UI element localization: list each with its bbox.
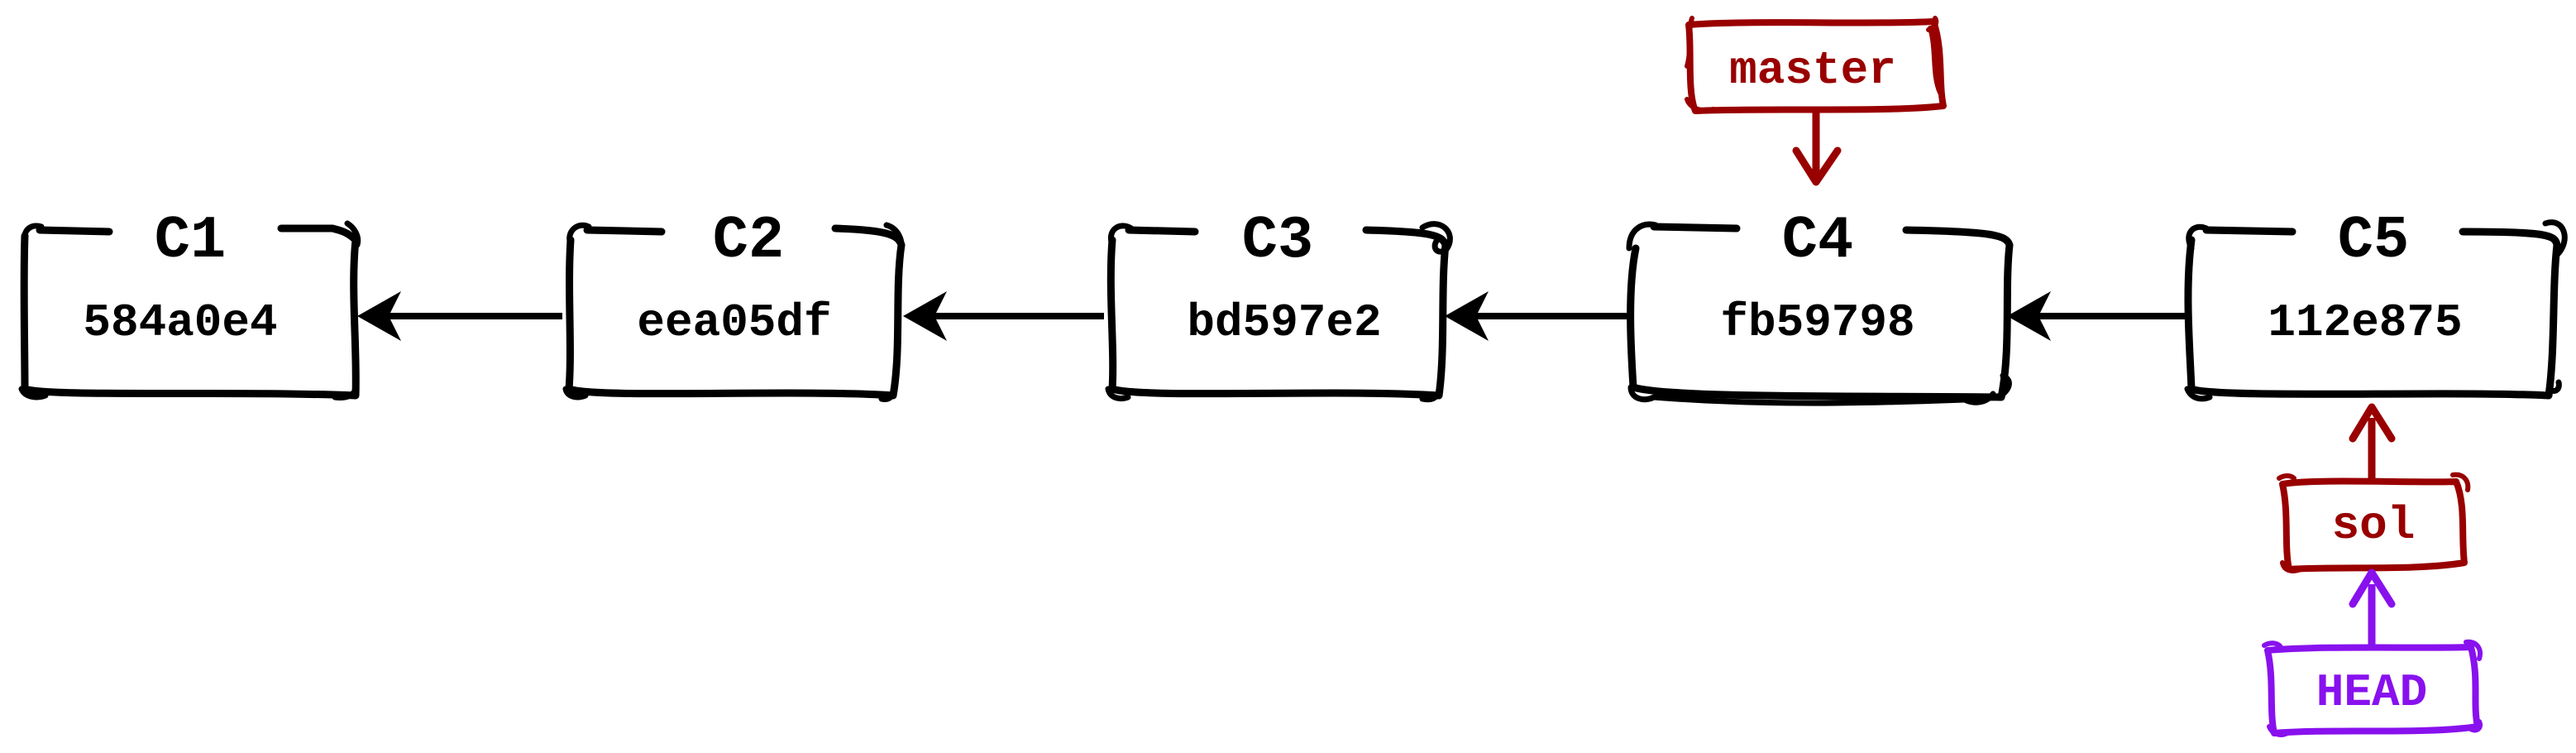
- commit-node-c5[interactable]: C5 112e875: [2184, 207, 2568, 402]
- commit-hash: 112e875: [2268, 296, 2462, 349]
- commit-node-c4[interactable]: C4 fb59798: [1626, 207, 2014, 406]
- arrowhead-icon: [357, 291, 401, 341]
- commit-id: C3: [1242, 207, 1313, 275]
- commit-hash: bd597e2: [1187, 296, 1381, 349]
- link-c2-to-c1: [357, 291, 562, 341]
- link-c3-to-c2: [903, 291, 1104, 341]
- commit-node-c3[interactable]: C3 bd597e2: [1105, 207, 1453, 403]
- arrowhead-icon: [1445, 291, 1489, 341]
- commit-node-c1[interactable]: C1 584a0e4: [18, 207, 361, 400]
- commit-id: C5: [2338, 207, 2409, 275]
- commit-id: C1: [155, 207, 226, 275]
- arrowhead-icon: [2007, 291, 2051, 341]
- branch-sol[interactable]: sol: [2277, 403, 2471, 573]
- commit-id: C2: [713, 207, 784, 275]
- link-c4-to-c3: [1445, 291, 1629, 341]
- commit-hash: 584a0e4: [83, 296, 277, 349]
- commit-id: C4: [1782, 207, 1853, 275]
- arrowhead-icon: [903, 291, 947, 341]
- branch-master[interactable]: master: [1685, 16, 1947, 186]
- branch-label: master: [1729, 44, 1896, 97]
- commit-hash: eea05df: [637, 296, 831, 349]
- branch-label: sol: [2332, 499, 2416, 552]
- commit-node-c2[interactable]: C2 eea05df: [562, 207, 906, 402]
- commit-hash: fb59798: [1720, 296, 1914, 349]
- arrowhead-icon: [2349, 568, 2396, 608]
- head-label: HEAD: [2316, 666, 2427, 719]
- commit-links: [357, 291, 2187, 341]
- arrowhead-icon: [1792, 146, 1842, 186]
- commits: C1 584a0e4 C2 eea05df C3 bd597e2 C4 fb59…: [18, 207, 2568, 406]
- arrowhead-icon: [2349, 403, 2396, 443]
- head-ref[interactable]: HEAD: [2262, 568, 2483, 737]
- link-c5-to-c4: [2007, 291, 2187, 341]
